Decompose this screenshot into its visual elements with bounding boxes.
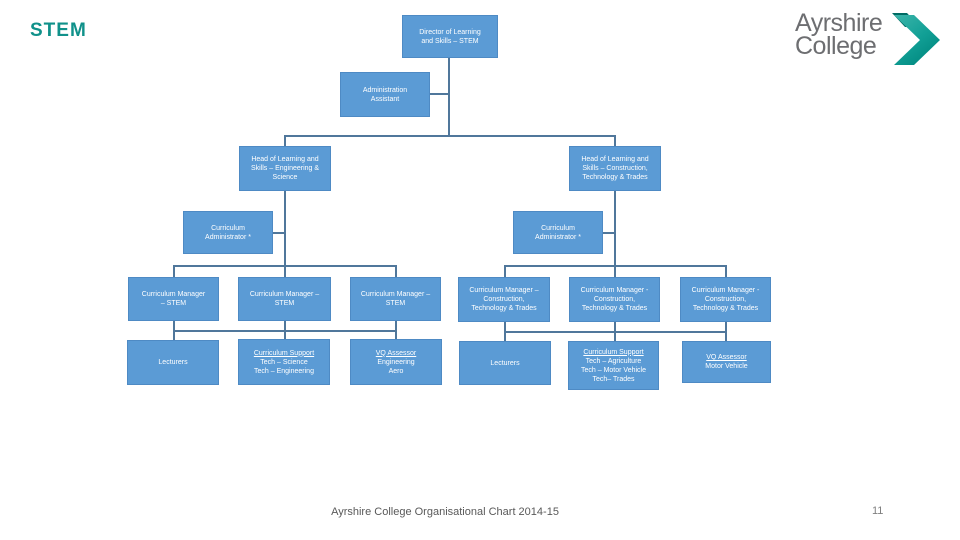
org-node-label: Tech – Science Tech – Engineering bbox=[254, 358, 314, 375]
org-node-lecturers-left: Lecturers bbox=[127, 340, 219, 385]
org-node-head-construction-tech-trades: Head of Learning and Skills – Constructi… bbox=[569, 146, 661, 191]
connector bbox=[614, 265, 616, 278]
connector bbox=[430, 93, 450, 95]
org-node-curriculum-manager-stem-2: Curriculum Manager – STEM bbox=[238, 277, 331, 321]
connector bbox=[725, 322, 727, 342]
org-node-curriculum-administrator-right: Curriculum Administrator * bbox=[513, 211, 603, 254]
org-node-header: Curriculum Support bbox=[583, 348, 644, 356]
connector bbox=[284, 135, 616, 137]
page-number: 11 bbox=[872, 505, 884, 517]
org-node-curriculum-manager-ctt-3: Curriculum Manager - Construction, Techn… bbox=[680, 277, 771, 322]
connector bbox=[504, 265, 506, 278]
connector bbox=[284, 191, 286, 267]
org-node-label: Curriculum Manager – STEM bbox=[141, 291, 206, 307]
org-node-label: Curriculum Administrator * bbox=[535, 224, 581, 241]
org-node-label: Curriculum Manager – STEM bbox=[249, 291, 320, 307]
org-node-header: VQ Assessor bbox=[375, 349, 417, 357]
org-node-curriculum-manager-ctt-2: Curriculum Manager - Construction, Techn… bbox=[569, 277, 660, 322]
page-title: STEM bbox=[30, 20, 87, 41]
org-node-label: Lecturers bbox=[158, 359, 188, 366]
org-node-director: Director of Learning and Skills – STEM bbox=[402, 15, 498, 58]
org-node-label: Administration Assistant bbox=[362, 86, 408, 103]
org-node-label: Head of Learning and Skills – Engineerin… bbox=[250, 156, 320, 181]
connector bbox=[173, 321, 175, 341]
connector bbox=[284, 265, 286, 278]
org-node-label: Engineering Aero bbox=[377, 358, 415, 375]
org-node-label: Curriculum Manager – Construction, Techn… bbox=[469, 287, 539, 312]
org-node-lecturers-right: Lecturers bbox=[459, 341, 551, 385]
connector bbox=[614, 135, 616, 147]
connector bbox=[504, 322, 506, 342]
org-node-curriculum-manager-stem-1: Curriculum Manager – STEM bbox=[128, 277, 219, 321]
footer-caption: Ayrshire College Organisational Chart 20… bbox=[331, 506, 559, 518]
org-node-curriculum-manager-ctt-1: Curriculum Manager – Construction, Techn… bbox=[458, 277, 550, 322]
org-node-head-engineering-science: Head of Learning and Skills – Engineerin… bbox=[239, 146, 331, 191]
org-node-curriculum-support-right: Curriculum Support Tech – Agriculture Te… bbox=[568, 341, 659, 390]
org-node-curriculum-administrator-left: Curriculum Administrator * bbox=[183, 211, 273, 254]
org-node-label: Motor Vehicle bbox=[705, 363, 748, 370]
connector bbox=[273, 232, 286, 234]
logo-line2: College bbox=[795, 32, 877, 60]
org-node-label: Curriculum Manager - Construction, Techn… bbox=[580, 287, 649, 312]
connector bbox=[284, 135, 286, 147]
org-node-label: Director of Learning and Skills – STEM bbox=[419, 28, 481, 45]
connector bbox=[603, 232, 616, 234]
org-node-header: Curriculum Support bbox=[253, 349, 315, 357]
connector bbox=[725, 265, 727, 278]
double-chevron-right-icon bbox=[892, 13, 940, 65]
connector bbox=[614, 191, 616, 267]
org-node-label: Curriculum Manager – STEM bbox=[360, 291, 431, 307]
connector bbox=[173, 265, 175, 278]
connector bbox=[448, 57, 450, 136]
org-node-curriculum-manager-stem-3: Curriculum Manager – STEM bbox=[350, 277, 441, 321]
org-node-label: Curriculum Administrator * bbox=[205, 224, 251, 241]
connector bbox=[284, 321, 286, 341]
logo-line1: Ayrshire bbox=[795, 9, 883, 37]
org-node-vq-assessor-right: VQ Assessor Motor Vehicle bbox=[682, 341, 771, 383]
org-node-vq-assessor-left: VQ Assessor Engineering Aero bbox=[350, 339, 442, 385]
connector bbox=[614, 322, 616, 342]
org-node-label: Lecturers bbox=[490, 359, 520, 367]
org-node-label: Head of Learning and Skills – Constructi… bbox=[581, 156, 649, 181]
connector bbox=[395, 265, 397, 278]
connector bbox=[395, 321, 397, 341]
org-node-label: Curriculum Manager - Construction, Techn… bbox=[691, 287, 760, 312]
org-node-label: Tech – Agriculture Tech – Motor Vehicle … bbox=[581, 357, 646, 383]
org-node-admin-assistant: Administration Assistant bbox=[340, 72, 430, 117]
org-node-header: VQ Assessor bbox=[706, 354, 747, 361]
org-node-curriculum-support-left: Curriculum Support Tech – Science Tech –… bbox=[238, 339, 330, 385]
